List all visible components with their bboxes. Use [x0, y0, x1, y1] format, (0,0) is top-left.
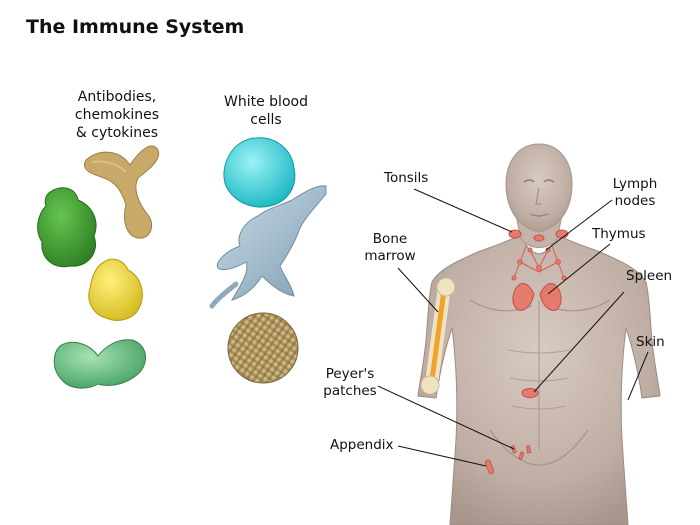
textured-white-blood-cell: [227, 312, 299, 384]
thymus-organ: [512, 283, 562, 311]
human-body: [417, 143, 661, 525]
label-bone-marrow: Bone marrow: [360, 231, 420, 265]
lymph-nodes-organ: [511, 245, 567, 281]
antibody-molecule: [84, 145, 160, 239]
molecules-heading-line-3: & cytokines: [75, 125, 159, 141]
cytokine-molecule: [88, 258, 143, 321]
label-thymus: Thymus: [592, 226, 646, 242]
label-lymph-nodes-line-1: Lymph: [612, 176, 658, 192]
leader-skin: [627, 351, 649, 401]
receptor-molecule: [53, 339, 147, 389]
leader-lines: [377, 188, 649, 467]
leader-peyers-patches: [377, 385, 515, 450]
leader-tonsils: [413, 188, 513, 233]
diagram-title: The Immune System: [26, 16, 245, 38]
spleen-organ: [521, 388, 539, 398]
tonsils-organ: [508, 229, 569, 242]
appendix-organ: [484, 459, 495, 475]
dendritic-white-blood-cell: [209, 185, 327, 309]
cells-heading-line-2: cells: [250, 112, 282, 128]
label-bone-marrow-line-1: Bone: [372, 231, 408, 247]
leader-spleen: [533, 291, 625, 393]
label-appendix: Appendix: [330, 437, 394, 453]
cells-column-heading: White blood cells: [206, 93, 326, 129]
leader-lymph-nodes: [545, 199, 613, 251]
label-bone-marrow-line-2: marrow: [364, 248, 416, 264]
molecules-column-heading: Antibodies, chemokines & cytokines: [52, 88, 182, 142]
label-spleen: Spleen: [626, 268, 673, 284]
molecules-heading-line-2: chemokines: [74, 107, 160, 123]
label-tonsils: Tonsils: [384, 170, 429, 186]
label-peyers-patches-line-1: Peyer's: [325, 366, 375, 382]
label-peyers-patches: Peyer's patches: [318, 366, 382, 400]
label-lymph-nodes: Lymph nodes: [600, 176, 670, 210]
label-peyers-patches-line-2: patches: [323, 383, 377, 399]
molecules-heading-line-1: Antibodies,: [77, 89, 157, 105]
cells-heading-line-1: White blood: [224, 94, 308, 110]
leader-bone-marrow: [397, 267, 439, 313]
label-skin: Skin: [636, 334, 665, 350]
bone-marrow-organ: [420, 277, 456, 395]
round-white-blood-cell: [223, 137, 296, 208]
leader-thymus: [547, 243, 611, 295]
leader-appendix: [397, 445, 487, 467]
chemokine-molecule: [37, 187, 97, 268]
label-lymph-nodes-line-2: nodes: [614, 193, 656, 209]
